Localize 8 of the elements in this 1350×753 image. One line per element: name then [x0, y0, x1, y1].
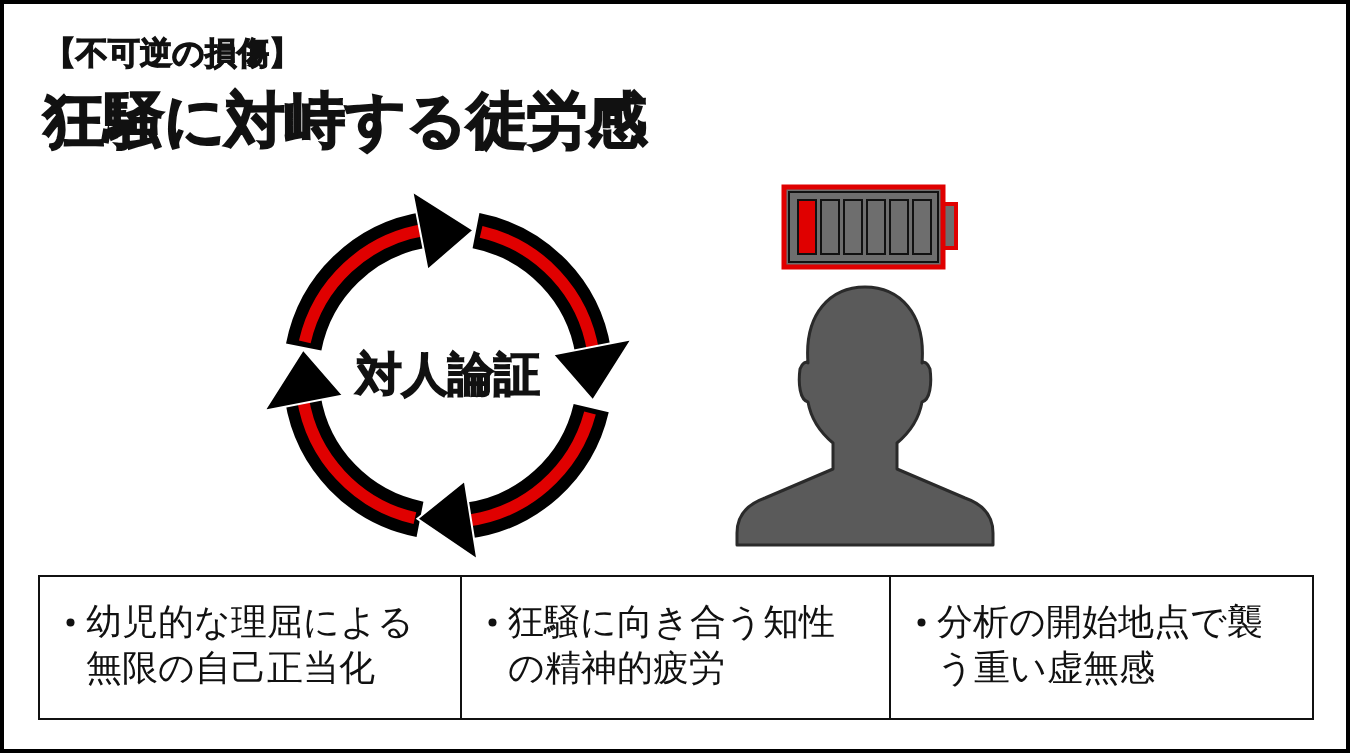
table-cell — [889, 575, 1314, 720]
table-cell — [460, 575, 891, 720]
slide-title: 狂騒に対峙する徒労感 — [44, 84, 647, 156]
cell-text: 分析の開始地点で襲う重い虚無感 — [937, 600, 1264, 690]
table-cell — [38, 575, 462, 720]
section-label: 【不可逆の損傷】 — [44, 34, 301, 73]
cell-text: 幼児的な理屈による無限の自己正当化 — [86, 600, 415, 690]
cell-text: 狂騒に向き合う知性の精神的疲労 — [508, 600, 836, 690]
